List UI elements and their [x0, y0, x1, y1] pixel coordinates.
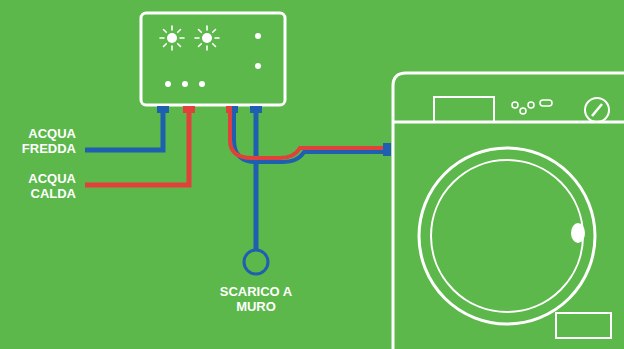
indicator-dots: [165, 33, 261, 87]
wall-drain: [244, 250, 268, 274]
pipe-fitting: [157, 106, 169, 113]
sun-icon: [160, 26, 184, 50]
control-box: [141, 13, 285, 105]
washing-machine: [393, 73, 624, 349]
hot-water-label: ACQUA CALDA: [14, 171, 76, 201]
supply-pipe-blue: [234, 110, 386, 162]
pipe-fitting: [183, 106, 195, 113]
washer-inlet: [383, 143, 391, 156]
sun-icon: [195, 26, 219, 50]
pipe-fitting: [250, 106, 262, 113]
drain-label: SCARICO A MURO: [218, 284, 294, 314]
door-handle: [571, 223, 585, 243]
supply-pipe-red: [230, 110, 386, 158]
drain-pipe: [254, 110, 259, 250]
cold-pipe: [85, 110, 163, 150]
cold-water-label: ACQUA FREDDA: [14, 126, 76, 156]
hot-pipe: [85, 110, 189, 185]
